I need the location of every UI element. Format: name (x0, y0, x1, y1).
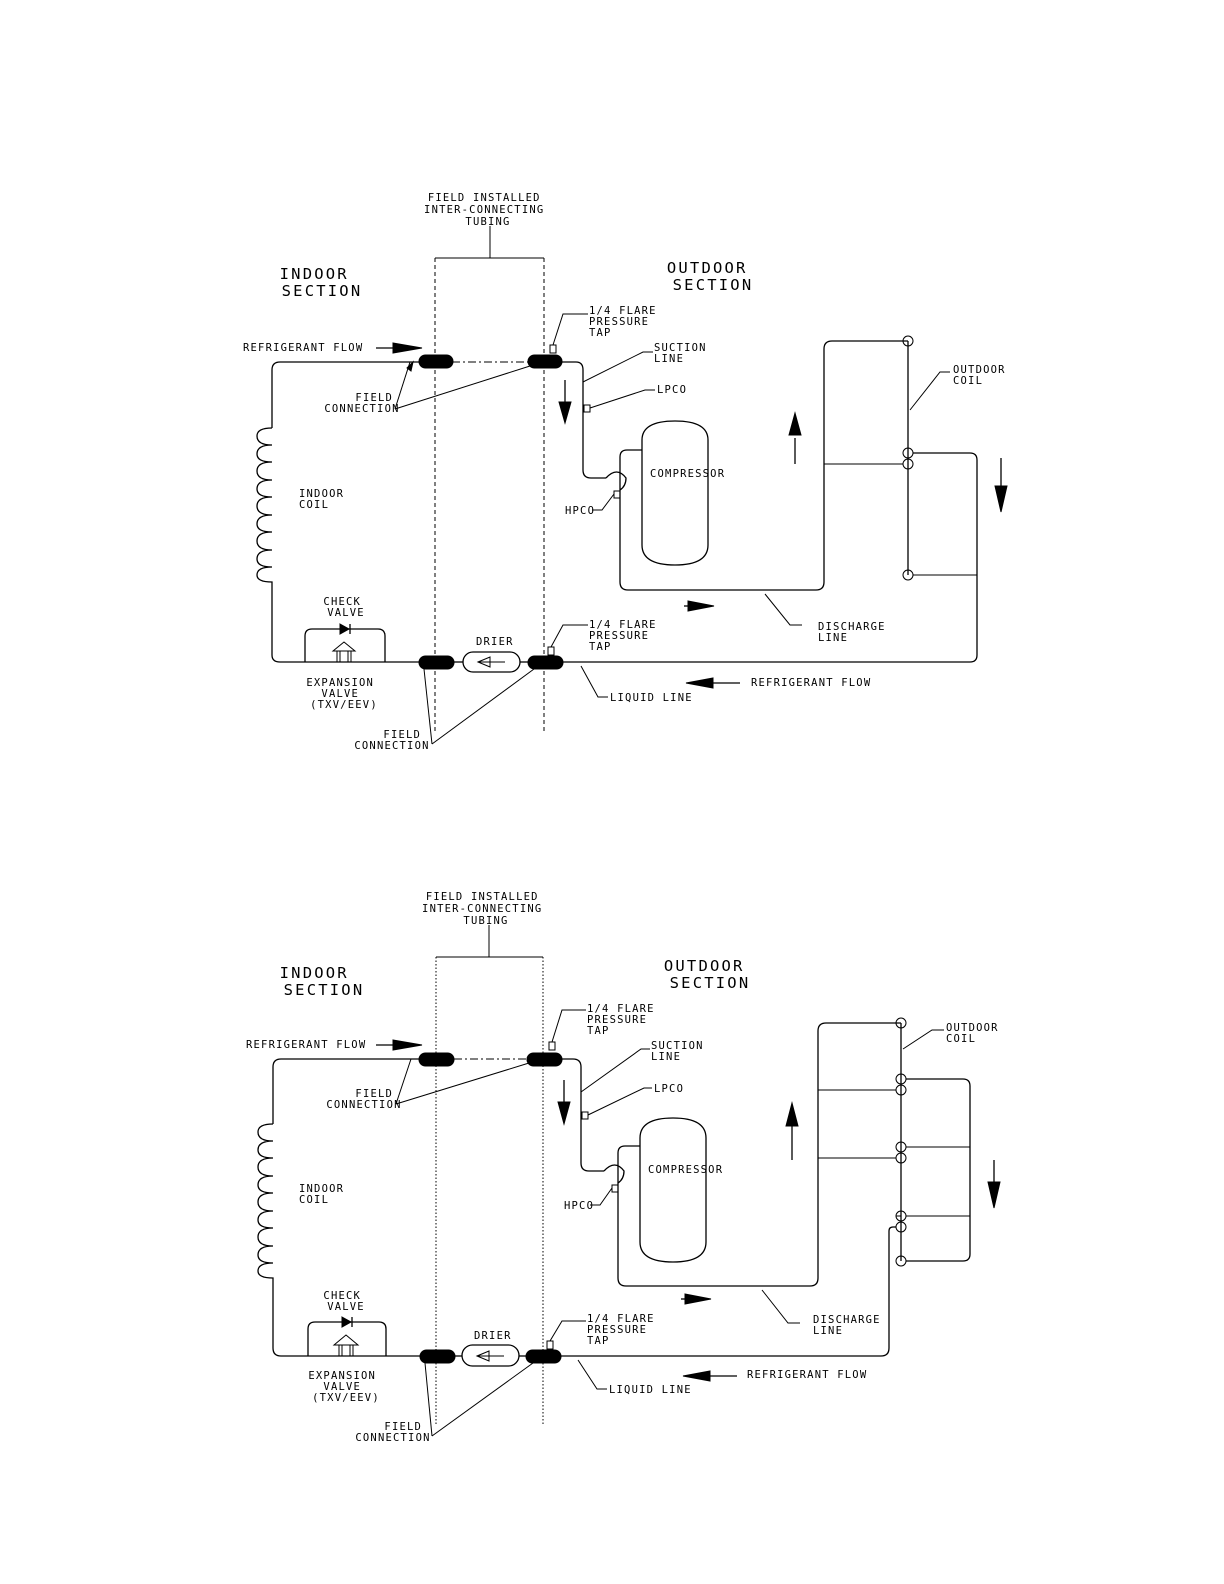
field-connection-upper-label: FIELD CONNECTION (324, 392, 400, 415)
flow-arrow-right-discharge (684, 600, 715, 612)
field-connection-upper-indoor (418, 354, 454, 369)
indoor-suction-piping (271, 361, 606, 479)
compressor-suction-inlet (605, 471, 627, 491)
hpco-label: HPCO (565, 505, 595, 517)
check-valve-bypass (307, 1321, 387, 1356)
field-tubing-zone (435, 925, 544, 1424)
compressor-label: COMPRESSOR (650, 468, 725, 480)
flow-arrow-right-top (376, 1039, 423, 1051)
hpco-label: HPCO (564, 1200, 594, 1212)
field-tubing-zone (434, 226, 545, 732)
field-connection-lower-indoor (418, 655, 455, 670)
drier-flow-arrow-icon (476, 656, 505, 668)
flow-arrow-down-outdoor (987, 1160, 1001, 1209)
flow-arrow-right-discharge (681, 1293, 712, 1305)
indoor-coil (257, 1123, 308, 1357)
hpco-switch (611, 1184, 619, 1193)
flow-arrow-right-top (376, 342, 423, 354)
suction-line-label: SUCTION LINE (654, 342, 714, 365)
hpco-switch (613, 490, 621, 499)
flare-tap-upper (549, 344, 557, 354)
field-connection-lower-label: FIELD CONNECTION (354, 729, 429, 752)
lpco-label: LPCO (657, 384, 687, 396)
lpco-label: LPCO (654, 1083, 684, 1095)
field-connection-lower-outdoor (527, 655, 564, 670)
check-valve-label: CHECK VALVE (323, 1290, 368, 1313)
field-connection-lower-indoor (419, 1349, 456, 1364)
flare-tap-upper (548, 1041, 556, 1051)
discharge-line-label: DISCHARGE LINE (818, 621, 893, 644)
expansion-valve-label: EXPANSION VALVE (TXV/EEV) (306, 677, 381, 711)
field-tubing-title: FIELD INSTALLED INTER-CONNECTING TUBING (422, 891, 550, 927)
check-valve-symbol (339, 623, 351, 635)
flare-tap-lower-label: 1/4 FLARE PRESSURE TAP (589, 619, 664, 653)
compressor (639, 1117, 707, 1263)
discharge-line-label: DISCHARGE LINE (813, 1314, 888, 1337)
field-connection-upper-outdoor (526, 1052, 563, 1067)
indoor-coil (256, 427, 305, 663)
flow-arrow-down-suction (558, 380, 572, 425)
field-connection-lower-outdoor (525, 1349, 562, 1364)
expansion-valve-symbol (332, 1334, 360, 1357)
check-valve-label: CHECK VALVE (323, 596, 368, 619)
outdoor-section-label: OUTDOOR SECTION (664, 957, 756, 992)
expansion-valve-label: EXPANSION VALVE (TXV/EEV) (308, 1370, 383, 1404)
refrigerant-flow-bottom-label: REFRIGERANT FLOW (747, 1369, 867, 1381)
refrigerant-flow-top-label: REFRIGERANT FLOW (246, 1039, 366, 1051)
compressor (641, 420, 709, 566)
flare-tap-lower-label: 1/4 FLARE PRESSURE TAP (587, 1313, 662, 1347)
liquid-line-label: LIQUID LINE (609, 1384, 692, 1396)
flare-tap-lower (546, 1340, 554, 1350)
suction-line-label: SUCTION LINE (651, 1040, 711, 1063)
flow-arrow-left-bottom (682, 1370, 737, 1382)
indoor-section-label: INDOOR SECTION (280, 964, 365, 999)
outdoor-coil-label: OUTDOOR COIL (946, 1022, 1006, 1045)
indoor-section-label: INDOOR SECTION (280, 265, 363, 300)
drier-flow-arrow-icon (475, 1350, 504, 1362)
field-connection-upper-outdoor (527, 354, 563, 369)
compressor-suction-inlet (603, 1164, 625, 1184)
diagram-multi-circuit-coil: FIELD INSTALLED INTER-CONNECTING TUBING … (246, 891, 1006, 1444)
liquid-line-label: LIQUID LINE (610, 692, 693, 704)
flow-arrow-down-suction (557, 1080, 571, 1126)
drier-label: DRIER (476, 636, 514, 648)
lpco-switch (581, 1111, 589, 1120)
refrigerant-flow-top-label: REFRIGERANT FLOW (243, 342, 363, 354)
check-valve-bypass (304, 628, 386, 662)
flare-tap-lower (547, 646, 555, 656)
indoor-coil-label: INDOOR COIL (299, 1183, 352, 1206)
indoor-coil-label: INDOOR COIL (299, 488, 352, 511)
indoor-suction-piping (272, 1058, 604, 1172)
field-connection-upper-indoor (418, 1052, 455, 1067)
compressor-label: COMPRESSOR (648, 1164, 723, 1176)
expansion-valve-symbol (331, 641, 357, 663)
check-valve-symbol (341, 1316, 353, 1328)
flare-tap-upper-label: 1/4 FLARE PRESSURE TAP (587, 1003, 662, 1037)
field-connection-lower-label: FIELD CONNECTION (355, 1421, 430, 1444)
field-connection-upper-label: FIELD CONNECTION (326, 1088, 401, 1111)
drier-label: DRIER (474, 1330, 512, 1342)
outdoor-section-label: OUTDOOR SECTION (667, 259, 759, 294)
flow-arrow-left-bottom (685, 677, 740, 689)
flow-arrow-up-outdoor (785, 1101, 799, 1160)
flare-tap-upper-label: 1/4 FLARE PRESSURE TAP (589, 305, 664, 339)
outdoor-coil-label: OUTDOOR COIL (953, 364, 1013, 387)
refrigerant-flow-bottom-label: REFRIGERANT FLOW (751, 677, 871, 689)
lpco-switch (583, 404, 591, 413)
field-tubing-title: FIELD INSTALLED INTER-CONNECTING TUBING (424, 192, 552, 228)
diagram-single-coil: FIELD INSTALLED INTER-CONNECTING TUBING … (243, 192, 1013, 752)
flow-arrow-up-outdoor (788, 411, 802, 464)
flow-arrow-down-outdoor (994, 458, 1008, 513)
outdoor-coil (562, 335, 978, 663)
outdoor-coil (560, 1017, 971, 1357)
